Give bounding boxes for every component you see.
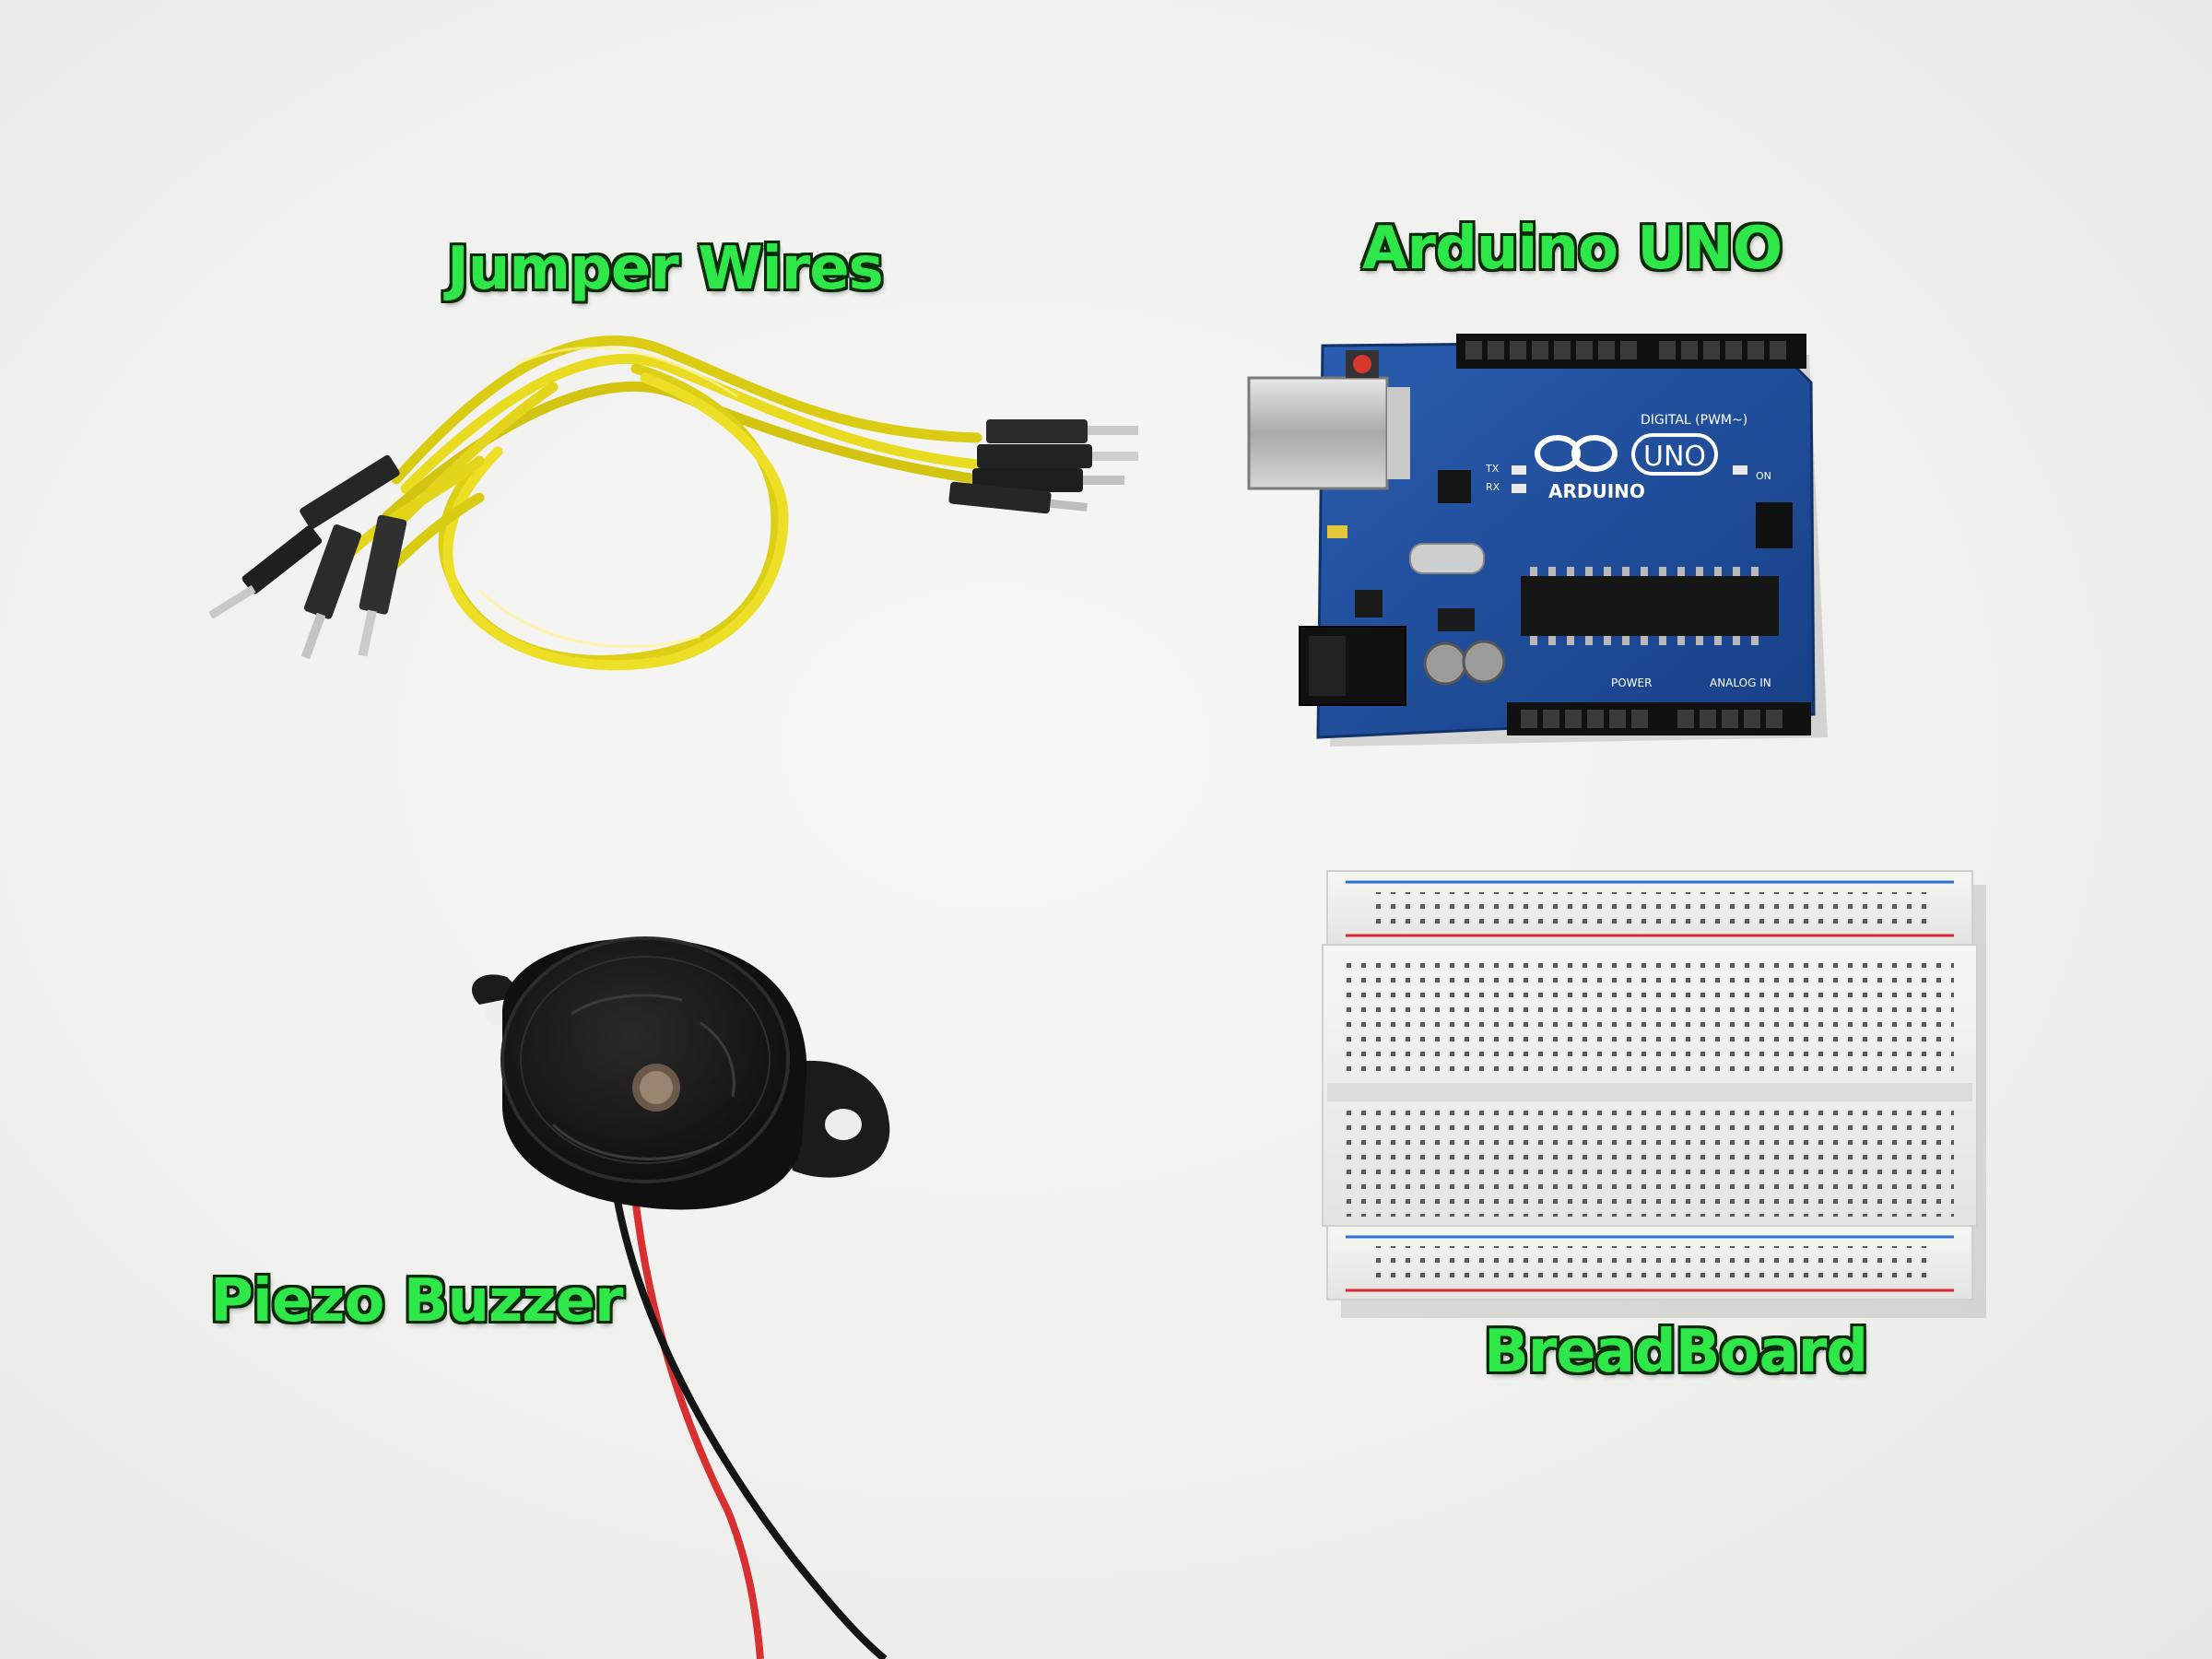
- arduino-rx-text: RX: [1486, 481, 1500, 493]
- arduino-uno-board-illustration: UNO ARDUINO DIGITAL (PWM~) POWER ANALOG …: [1247, 334, 1828, 747]
- arduino-brand-text: ARDUINO: [1548, 480, 1645, 502]
- piezo-buzzer-illustration: [471, 936, 890, 1659]
- arduino-analog-text: ANALOG IN: [1710, 677, 1771, 689]
- label-jumper-wires: Jumper Wires: [447, 235, 884, 303]
- arduino-model-text: UNO: [1643, 441, 1706, 473]
- label-breadboard: BreadBoard: [1484, 1318, 1868, 1386]
- breadboard-illustration: [1322, 870, 1986, 1318]
- arduino-power-text: POWER: [1611, 677, 1652, 689]
- label-arduino-uno: Arduino UNO: [1362, 215, 1783, 283]
- arduino-on-text: ON: [1756, 470, 1771, 482]
- label-piezo-buzzer: Piezo Buzzer: [210, 1267, 624, 1335]
- arduino-tx-text: TX: [1485, 463, 1500, 475]
- arduino-digital-text: DIGITAL (PWM~): [1641, 413, 1747, 428]
- jumper-wires-illustration: [208, 335, 1138, 671]
